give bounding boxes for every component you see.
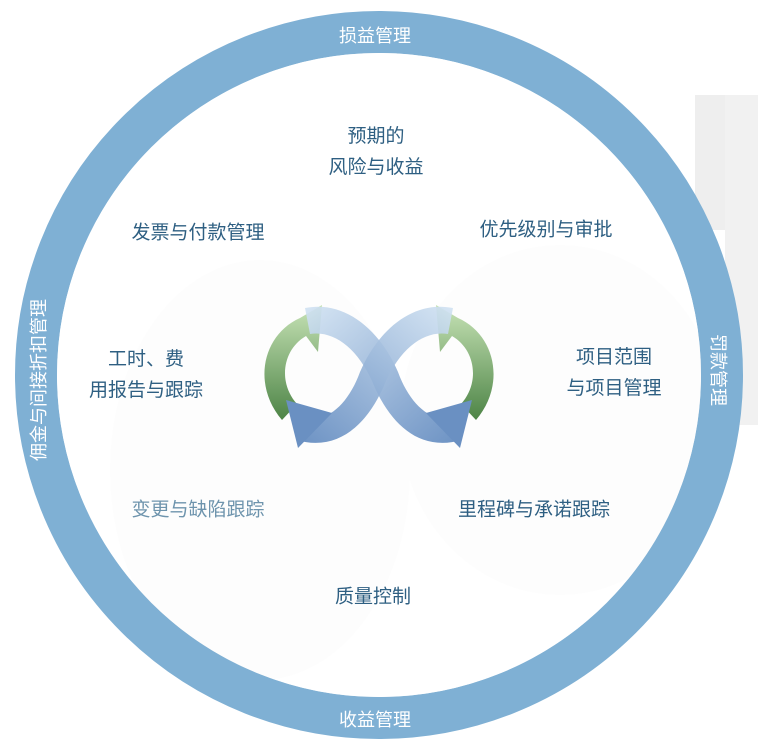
ring-label-right: 罚款管理 [707,334,728,406]
label-change-defect: 变更与缺陷跟踪 [131,498,265,521]
label-expected-risk: 预期的 风险与收益 [328,125,424,178]
ring-label-top: 损益管理 [339,26,411,47]
outer-ring [15,11,743,739]
cycle-arrows-icon [264,305,494,448]
label-invoice-payment: 发票与付款管理 [131,221,265,244]
ring-label-left: 佣金与间接折扣管理 [29,299,50,461]
label-milestone-commitment: 里程碑与承诺跟踪 [457,498,611,521]
label-project-scope: 项目范围 与项目管理 [566,346,662,399]
label-timesheet-expense: 工时、费 用报告与跟踪 [88,348,204,401]
label-quality-control: 质量控制 [334,585,412,608]
label-priority-approval: 优先级别与审批 [479,218,613,241]
ring-label-bottom: 收益管理 [339,710,411,731]
blue-right-loop [296,306,453,443]
green-left-arrow [264,305,322,420]
blue-left-arrowhead [286,400,332,448]
green-right-arrow [436,305,494,420]
blue-right-arrowhead [426,400,472,448]
